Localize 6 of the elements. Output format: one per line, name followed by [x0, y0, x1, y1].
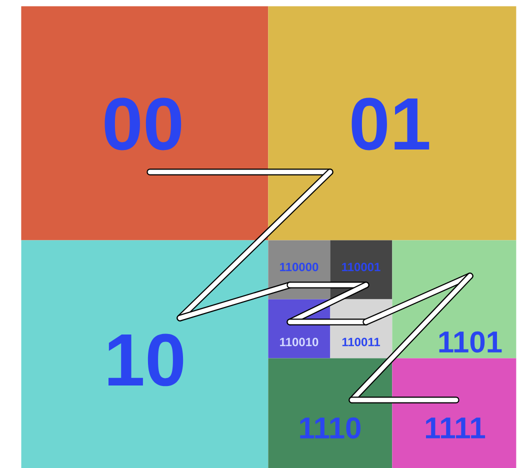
path-line [362, 272, 474, 326]
cell-square: 01 [268, 6, 516, 240]
path-line [348, 396, 460, 404]
cell-square: 1101 [392, 240, 516, 358]
cell-square: 10 [21, 240, 268, 468]
cell-square: 00 [21, 6, 268, 240]
